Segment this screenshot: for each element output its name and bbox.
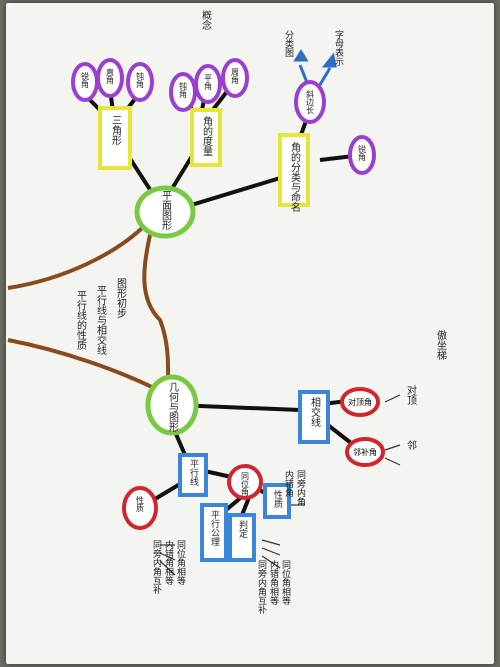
svg-text:钝角: 钝角	[179, 81, 188, 99]
svg-text:相交线: 相交线	[309, 396, 321, 427]
svg-text:三角形: 三角形	[110, 115, 122, 146]
svg-text:平行线的性质: 平行线的性质	[75, 290, 87, 351]
svg-text:邻: 邻	[405, 439, 417, 451]
svg-text:傲坐梯: 傲坐梯	[435, 330, 447, 361]
svg-text:对顶: 对顶	[405, 384, 417, 406]
svg-text:同位角相等: 同位角相等	[280, 560, 291, 605]
branch-upper-left	[7, 213, 157, 290]
line-node: 相交线	[298, 390, 330, 444]
svg-text:概念: 概念	[200, 9, 212, 30]
angle-class-node: 角的分类与命名	[278, 133, 310, 213]
upper-center-label: 平面图形	[160, 190, 172, 231]
branch-lower-left	[7, 338, 169, 397]
svg-text:同旁内角: 同旁内角	[295, 470, 306, 507]
svg-text:角的度量: 角的度量	[201, 116, 213, 156]
svg-text:平行线与相交线: 平行线与相交线	[95, 285, 107, 355]
svg-text:平行线: 平行线	[188, 459, 199, 486]
svg-text:内错角: 内错角	[283, 469, 294, 498]
top-arrows	[293, 49, 337, 91]
svg-text:角的分类与命名: 角的分类与命名	[289, 142, 301, 213]
svg-text:图形初步: 图形初步	[115, 278, 127, 318]
purple-leaves: 锐角 直角 钝角 钝角 平角 周角 斜边长 锐角	[71, 58, 376, 175]
prop-node: 性质	[263, 483, 291, 519]
svg-text:锐角: 锐角	[358, 144, 367, 162]
svg-text:平角: 平角	[204, 74, 213, 91]
note-arrows	[159, 394, 401, 576]
triangle-node: 三角形	[98, 106, 132, 170]
measure-node: 角的度量	[190, 108, 222, 167]
svg-text:直角: 直角	[106, 67, 115, 85]
arrow-label-1: 分类图	[283, 30, 294, 58]
svg-text:判定: 判定	[237, 519, 248, 539]
svg-text:同旁内角互补: 同旁内角互补	[151, 540, 162, 595]
lower-center-label: 几何与图形	[167, 382, 179, 433]
svg-text:平行公理: 平行公理	[209, 510, 220, 546]
branch-connector	[142, 214, 171, 396]
parallel-node: 平行线	[178, 453, 208, 497]
red-leaves: 对顶角 邻补角 同位角 性质	[122, 387, 385, 530]
svg-text:同位角相等: 同位角相等	[175, 540, 186, 585]
svg-text:性质: 性质	[136, 495, 145, 513]
criteria-node: 平行公理 判定	[200, 503, 256, 562]
svg-text:钝角: 钝角	[136, 71, 145, 89]
handwritten-notes: 傲坐梯 对顶 邻 内错角 同旁内角 同位角相等 内错角相等 同旁内角互补 同位角…	[75, 9, 447, 615]
svg-text:对顶角: 对顶角	[348, 397, 372, 407]
svg-text:斜边长: 斜边长	[306, 89, 315, 115]
svg-text:邻补角: 邻补角	[353, 447, 377, 457]
svg-text:同旁内角互补: 同旁内角互补	[256, 560, 267, 615]
arrow-label-2: 字母表示	[333, 29, 344, 66]
svg-text:同位角: 同位角	[241, 472, 250, 497]
svg-text:性质: 性质	[272, 489, 283, 509]
svg-text:周角: 周角	[231, 68, 240, 85]
upper-center-node: 平面图形	[134, 185, 196, 239]
svg-text:内错角相等: 内错角相等	[268, 559, 279, 605]
lower-center-node: 几何与图形	[145, 374, 199, 436]
svg-text:内错角相等: 内错角相等	[163, 539, 174, 585]
svg-text:锐角: 锐角	[81, 71, 90, 89]
